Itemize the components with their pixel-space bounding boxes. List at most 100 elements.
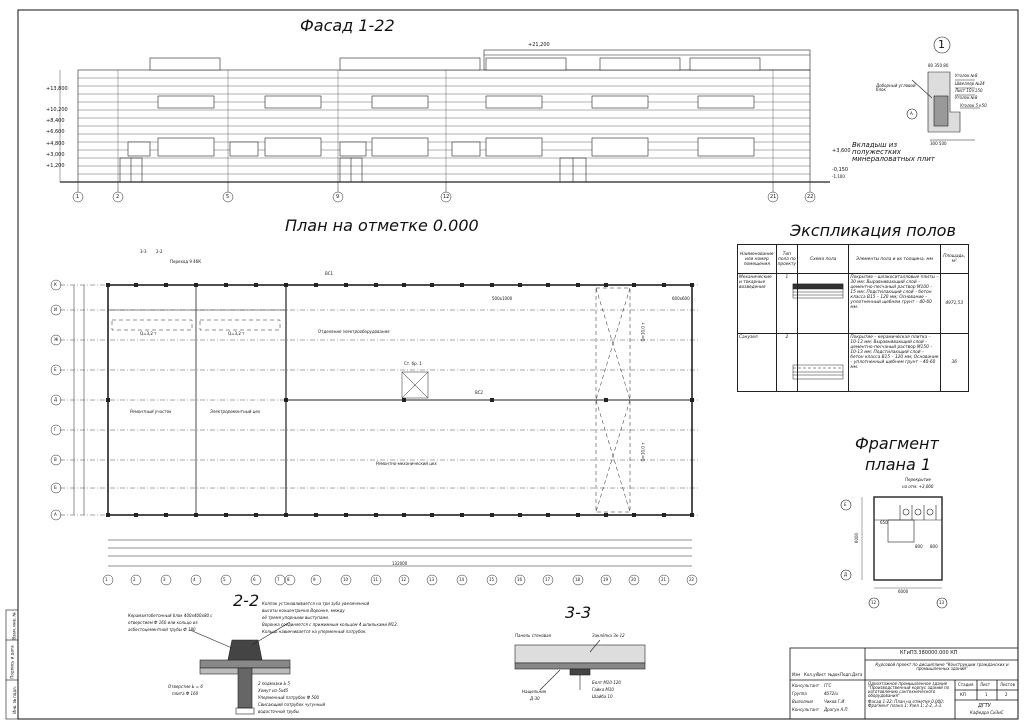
fragment-dim: 650: [880, 520, 888, 525]
s33-label: Заклёпка Зк-12: [592, 633, 625, 638]
plan-row-axis: Д: [54, 397, 58, 402]
plan-column-axis: 19: [603, 577, 609, 582]
fragment-note-1: Перекрытие: [905, 477, 931, 482]
facade-title: Фасад 1-22: [300, 16, 395, 35]
expl-cell: 36: [939, 333, 970, 392]
stamp-col-header: Дата: [852, 672, 863, 677]
fragment-dim: 6000: [854, 532, 860, 544]
plan-title: План на отметке 0.000: [285, 216, 479, 235]
node-1-callout: Уголок 5×50: [960, 103, 987, 108]
stamp-role-value: Драгун А.П.: [824, 707, 849, 712]
level-mark: +1,200: [46, 163, 65, 169]
expl-cell: Санузел: [737, 333, 777, 392]
stamp-col-header: Изм: [792, 672, 801, 677]
stamp-sheet: 1: [985, 692, 988, 697]
s22-left-bottom: Отверстие Ь = 6: [168, 684, 203, 689]
plan-column-axis: 10: [343, 577, 349, 582]
explication-table: Наименование или номер помещения Тип пол…: [737, 244, 970, 392]
level-mark: +4,800: [46, 141, 65, 147]
stamp-col-header: Лист: [816, 672, 827, 677]
stamp-sheet-title: Фасад 1-22; План на отметке 0.000; Фрагм…: [868, 699, 945, 708]
s22-right-note: Воронка соединяется с прижимным кольцом …: [262, 622, 399, 627]
plan-column-axis: 17: [545, 577, 551, 582]
room-label: Ремонтный участок: [130, 409, 172, 414]
stamp-role: Выполнил: [792, 699, 814, 704]
stamp-org2: Кафедра СиЗиС: [970, 710, 1004, 715]
node-1-block: Доборный угловой блок: [876, 83, 916, 92]
plan-column-axis: 4: [193, 577, 196, 582]
window-label: ВС2: [475, 390, 484, 395]
title-block: [789, 647, 1019, 720]
expl-cell: 2: [775, 333, 799, 392]
s22-bottom-note: 2 подмазки Ь 5: [258, 681, 291, 686]
plan-column-axis: 8: [287, 577, 290, 582]
plan-drawing: [50, 279, 700, 586]
plan-row-axis: В: [54, 457, 57, 462]
fragment-dim: 800: [915, 544, 923, 549]
fragment-title-1: Фрагмент: [855, 434, 939, 453]
level-mark: +8,400: [46, 118, 65, 124]
level-mark: +3,000: [46, 152, 65, 158]
plan-column-axis: 16: [517, 577, 523, 582]
s22-bottom-note: водосточной трубы: [258, 709, 300, 714]
plan-column-axis: 12: [401, 577, 407, 582]
crane-label: Q=10,0 т: [640, 322, 646, 342]
section-3-3-detail: [514, 639, 646, 691]
stamp-org1: ДГТУ: [978, 703, 991, 709]
node-1-callout: Лист 10×150: [955, 88, 983, 93]
crane-label: Q=10,0 т: [640, 442, 646, 462]
plan-column-axis: 14: [459, 577, 465, 582]
room-label: Отделение электрооборудования: [318, 329, 390, 334]
facade-right-mark: +3,600: [832, 148, 851, 154]
facade-axis: 9: [336, 194, 340, 200]
s33-label: Панель стеновая: [515, 633, 551, 638]
side-stamp-label: Инв. № подл.: [11, 686, 17, 714]
s22-left-note: асбестоцементной трубы Ф 180: [128, 627, 196, 632]
plan-column-axis: 13: [429, 577, 435, 582]
side-stamp-label: Взам. инв. №: [11, 612, 17, 640]
fragment-note-2: на отм. +3,000: [902, 484, 934, 489]
level-mark: +13,800: [46, 86, 68, 92]
expl-cell: 4971,53: [939, 273, 970, 334]
level-mark: +6,600: [46, 129, 65, 135]
plan-row-axis: К: [54, 282, 57, 287]
stamp-sheets: 2: [1005, 692, 1008, 697]
side-stamp: [5, 609, 19, 720]
s22-right-note: Колпак устанавливается на три зуба увели…: [262, 601, 370, 606]
plan-row-axis: И: [54, 307, 57, 312]
expl-header: Схема пола: [797, 244, 850, 274]
opening-label: 500х1000: [492, 296, 513, 301]
plan-column-axis: 3: [163, 577, 166, 582]
fragment-axis: Е: [844, 502, 847, 507]
fragment-dim: 800: [930, 544, 938, 549]
plan-row-axis: А: [54, 512, 57, 517]
s22-right-note: Кольцо навинчивается на уперменный патру…: [262, 629, 367, 634]
room-label: Электроремонтный цех: [210, 409, 261, 414]
node-1-dims-top: 80 350 80: [928, 63, 949, 68]
section-3-3-title: 3-3: [565, 603, 592, 622]
section-mark: 3-3: [140, 249, 147, 254]
fragment-axis: 12: [871, 600, 877, 605]
crane-label: Q=3,2 т: [140, 331, 157, 336]
window-label: ВС1: [325, 271, 334, 276]
explication-title: Экспликация полов: [790, 221, 956, 240]
node-1-callout: Уголок №8: [955, 73, 978, 78]
facade-axis: 12: [443, 194, 450, 200]
node-1-callout: Швеллер №24: [955, 81, 985, 86]
stamp-code: КГиПЗ.380000.000 КП: [900, 650, 958, 656]
plan-column-axis: 1: [105, 577, 108, 582]
expl-header: Элементы пола и их толщина, мм: [848, 244, 941, 274]
level-mark: +10,200: [46, 107, 68, 113]
expl-cell: Покрытие – шлакоситалловые плиты – 30 мм…: [848, 273, 941, 334]
plan-column-axis: 15: [489, 577, 495, 582]
s33-label: Нащельник: [522, 689, 547, 694]
expl-header: Площадь, м²: [939, 244, 970, 274]
facade-axis: 2: [116, 194, 120, 200]
fragment-axis: Д: [844, 572, 848, 577]
plan-column-axis: 22: [689, 577, 695, 582]
expl-header: Наименование или номер помещения: [737, 244, 777, 274]
stamp-role-value: ГГС: [824, 683, 832, 688]
s33-label: Д-30: [530, 696, 540, 701]
stamp-role: Консультант: [792, 707, 820, 712]
